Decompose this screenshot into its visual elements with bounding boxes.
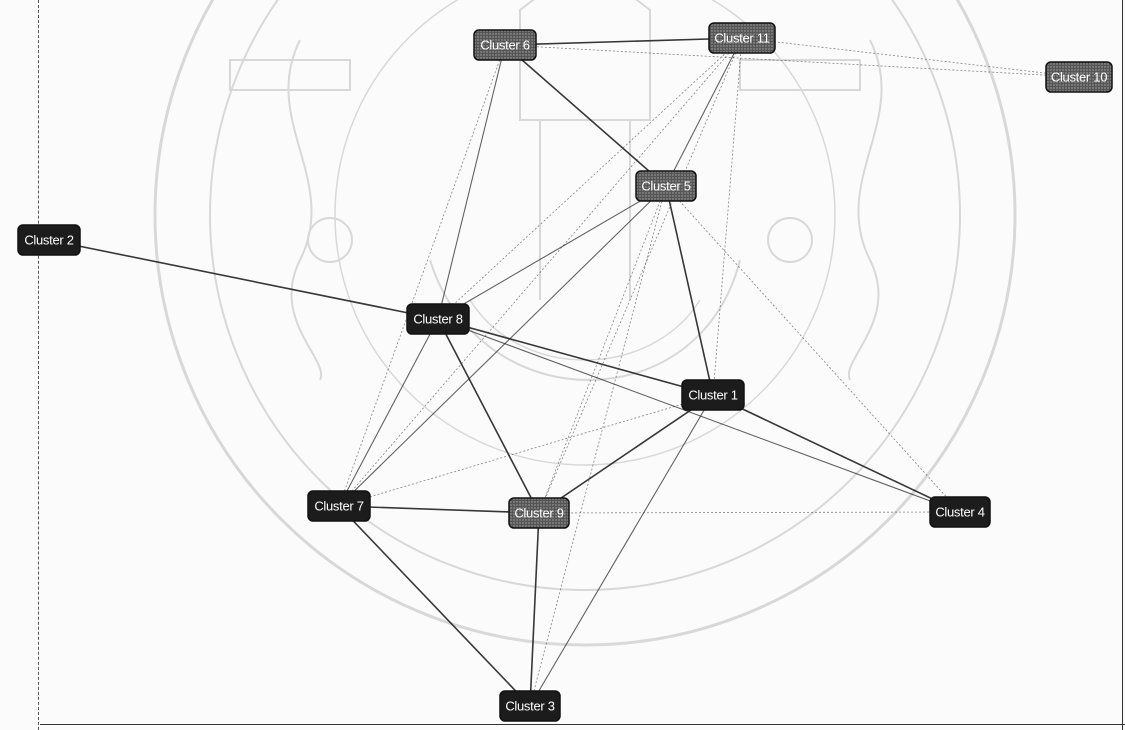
edge-c7-c3 xyxy=(338,505,531,707)
edge-c6-c7 xyxy=(338,44,506,507)
node-label-c4: Cluster 4 xyxy=(935,505,984,520)
edge-c11-c7 xyxy=(338,37,743,507)
node-label-c2: Cluster 2 xyxy=(24,233,73,248)
node-c9[interactable]: Cluster 9 xyxy=(508,497,570,529)
edge-c5-c4 xyxy=(665,185,961,513)
edge-c1-c7 xyxy=(338,394,714,507)
edge-c5-c3 xyxy=(529,185,667,707)
edge-c11-c9 xyxy=(538,37,743,514)
node-c3[interactable]: Cluster 3 xyxy=(499,690,561,722)
edge-c7-c9 xyxy=(338,505,540,514)
edge-c11-c5 xyxy=(665,37,743,187)
node-c6[interactable]: Cluster 6 xyxy=(473,29,537,61)
edge-c2-c8 xyxy=(48,239,439,320)
edges-layer xyxy=(48,37,1080,707)
node-label-c8: Cluster 8 xyxy=(413,312,462,327)
node-box-c4 xyxy=(929,496,991,528)
node-box-c1 xyxy=(681,379,745,411)
nodes-layer: Cluster 1 Cluster 2 Cluster 3 Cluster 4 Clus… xyxy=(17,22,1113,722)
edge-c8-c9 xyxy=(437,318,540,514)
edge-c11-c10 xyxy=(741,37,1080,78)
right-border-line xyxy=(1122,0,1123,730)
edge-c6-c11 xyxy=(504,37,743,46)
node-box-c10 xyxy=(1045,61,1113,93)
edge-c6-c8 xyxy=(437,44,506,320)
watermark-seal xyxy=(153,0,1017,647)
edge-c6-c5 xyxy=(504,44,667,187)
node-label-c7: Cluster 7 xyxy=(314,499,363,514)
node-label-c5: Cluster 5 xyxy=(641,179,690,194)
node-box-c7 xyxy=(307,490,371,522)
node-c10[interactable]: Cluster 10 xyxy=(1045,61,1113,93)
edge-c5-c1 xyxy=(665,185,714,396)
edge-c1-c4 xyxy=(712,394,961,513)
edge-c9-c3 xyxy=(529,512,540,707)
edge-c11-c8 xyxy=(437,37,743,320)
node-box-c6 xyxy=(473,29,537,61)
edge-c5-c9 xyxy=(538,185,667,514)
node-box-c5 xyxy=(635,170,697,202)
node-label-c1: Cluster 1 xyxy=(688,388,737,403)
edge-c1-c3 xyxy=(529,394,714,707)
node-c2[interactable]: Cluster 2 xyxy=(17,224,81,256)
node-label-c11: Cluster 11 xyxy=(714,31,769,46)
left-border-line xyxy=(38,0,40,730)
node-box-c2 xyxy=(17,224,81,256)
node-label-c9: Cluster 9 xyxy=(514,506,563,521)
bottom-border-line xyxy=(40,724,1125,725)
node-box-c3 xyxy=(499,690,561,722)
node-label-c10: Cluster 10 xyxy=(1051,70,1107,85)
edge-c1-c9 xyxy=(538,394,714,514)
edge-c8-c1 xyxy=(437,318,714,396)
edge-c8-c7 xyxy=(338,318,439,507)
edge-c11-c1 xyxy=(712,37,743,396)
edge-c8-c4 xyxy=(437,318,961,513)
node-c4[interactable]: Cluster 4 xyxy=(929,496,991,528)
edge-c5-c8 xyxy=(437,185,667,320)
node-label-c3: Cluster 3 xyxy=(505,699,554,714)
node-c5[interactable]: Cluster 5 xyxy=(635,170,697,202)
node-box-c9 xyxy=(508,497,570,529)
node-box-c8 xyxy=(406,303,470,335)
edge-c5-c7 xyxy=(338,185,667,507)
node-label-c6: Cluster 6 xyxy=(480,38,529,53)
node-c1[interactable]: Cluster 1 xyxy=(681,379,745,411)
node-c11[interactable]: Cluster 11 xyxy=(708,22,776,54)
node-c7[interactable]: Cluster 7 xyxy=(307,490,371,522)
node-box-c11 xyxy=(708,22,776,54)
node-c8[interactable]: Cluster 8 xyxy=(406,303,470,335)
